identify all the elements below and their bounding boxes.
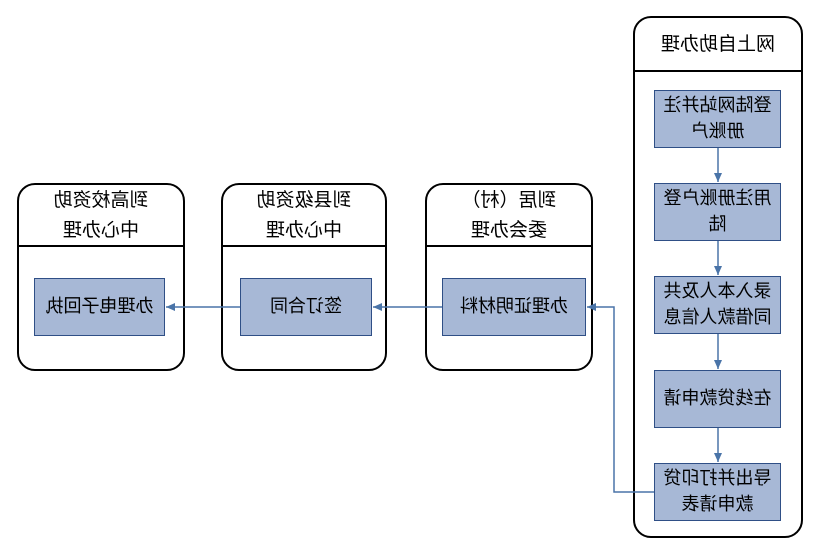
arrow-export-certify bbox=[587, 303, 654, 493]
